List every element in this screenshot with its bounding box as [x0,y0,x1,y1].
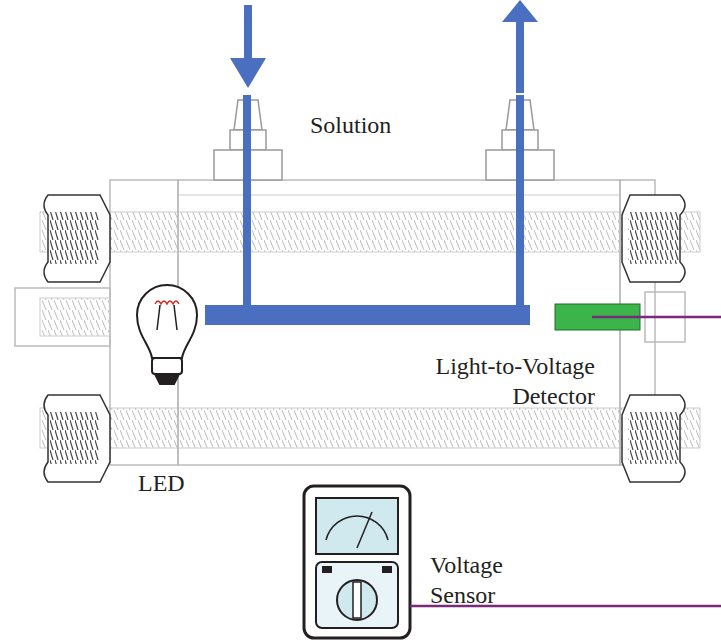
threaded-rod [40,212,700,252]
barbed-fitting [214,100,554,180]
left-plug [15,288,110,346]
flow-label: Solution [310,110,430,140]
threaded-rod [40,408,700,448]
knob [622,395,685,482]
knob [622,195,685,282]
detector-label: Light-to-Voltage Detector [380,351,595,411]
flow-channel [205,95,530,325]
led-bulb [137,285,197,384]
voltage-sensor [304,486,410,638]
signal-wire [592,316,721,319]
knob [44,195,110,282]
knob [44,395,110,482]
sensor-label: Voltage Sensor [430,550,540,610]
led-label: LED [138,468,218,498]
flow-arrow [230,0,538,93]
